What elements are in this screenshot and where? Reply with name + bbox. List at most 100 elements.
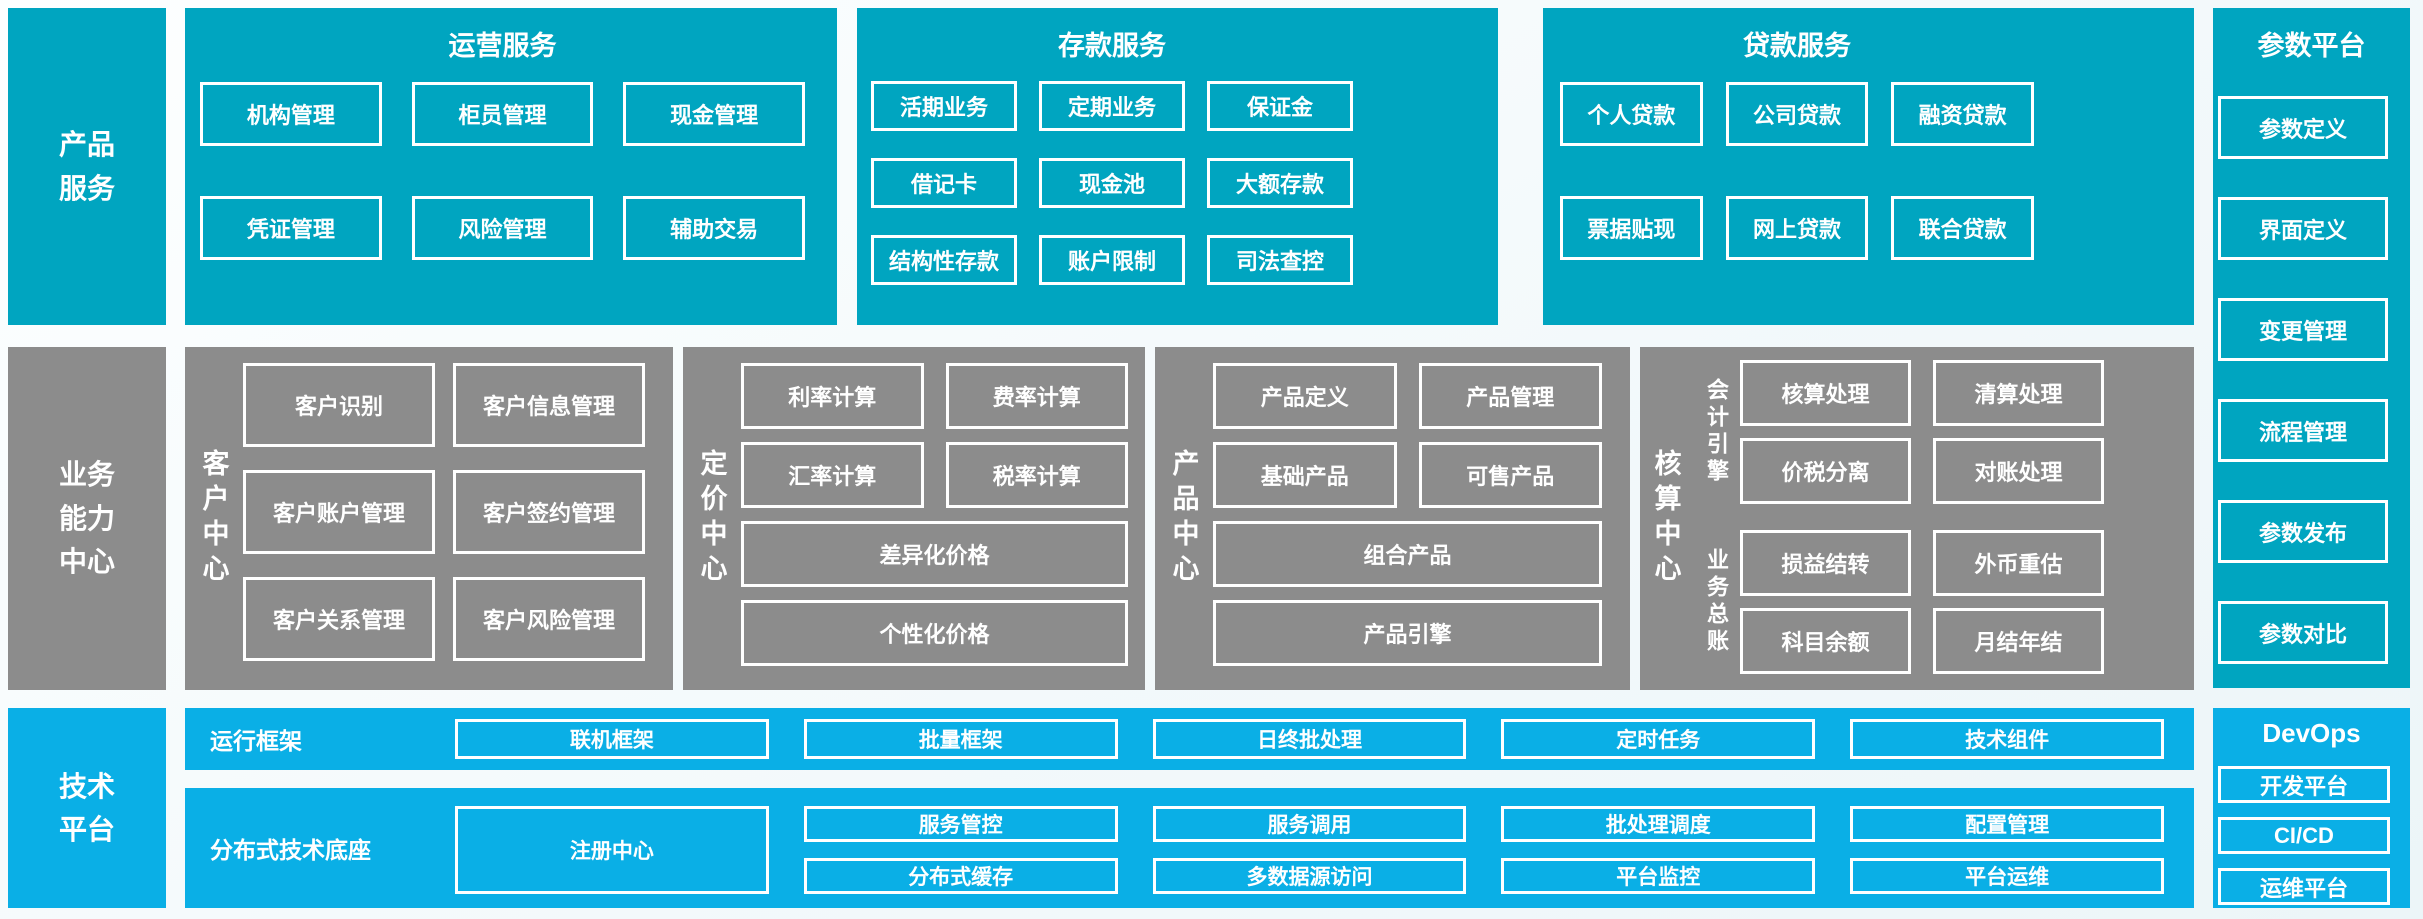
customer-module-box: 客户识别 (243, 363, 435, 447)
product-module-box: 组合产品 (1213, 521, 1602, 587)
distributed-module-box: 平台运维 (1850, 858, 2164, 894)
operations-module-box: 风险管理 (411, 196, 594, 260)
panel-devops: DevOps 开发平台 CI/CD 运维平台 (2213, 708, 2410, 908)
loan-module-box: 联合贷款 (1891, 196, 2034, 260)
devops-module-box: CI/CD (2218, 817, 2390, 854)
row-title: 分布式技术底座 (210, 837, 371, 863)
deposit-module-box: 活期业务 (871, 81, 1017, 131)
deposit-module-box: 保证金 (1207, 81, 1353, 131)
panel-operations-services: 运营服务 机构管理柜员管理现金管理凭证管理风险管理辅助交易 (185, 8, 837, 325)
panel-distributed-base: 分布式技术底座 注册中心 服务管控服务调用批处理调度配置管理 分布式缓存多数据源… (185, 788, 2194, 908)
panel-title: 运营服务 (448, 31, 557, 61)
runtime-module-box: 技术组件 (1850, 719, 2164, 759)
parameter-module-box: 界面定义 (2218, 197, 2388, 260)
panel-loan-services: 贷款服务 个人贷款公司贷款融资贷款票据贴现网上贷款联合贷款 (1543, 8, 2194, 325)
layer-label-business-capability: 业务能力中心 (8, 347, 166, 690)
runtime-module-box: 联机框架 (455, 719, 769, 759)
product-module-box: 可售产品 (1418, 442, 1602, 508)
deposit-module-box: 定期业务 (1039, 81, 1185, 131)
loan-module-box: 融资贷款 (1891, 82, 2034, 146)
panel-title: 存款服务 (1058, 31, 1166, 61)
registry-center-box: 注册中心 (455, 806, 769, 894)
accounting-module-box: 价税分离 (1740, 437, 1911, 504)
panel-parameter-platform: 参数平台 参数定义界面定义变更管理流程管理参数发布参数对比 (2213, 8, 2410, 688)
distributed-module-box: 批处理调度 (1501, 806, 1816, 842)
deposit-module-box: 借记卡 (871, 158, 1017, 208)
accounting-module-box: 月结年结 (1933, 607, 2104, 674)
accounting-module-box: 清算处理 (1933, 359, 2104, 426)
deposit-module-box: 大额存款 (1207, 158, 1353, 208)
layer-label-text: 业务能力中心 (58, 459, 115, 578)
panel-pricing-center: 定价中心 利率计算费率计算汇率计算税率计算差异化价格个性化价格 (683, 347, 1145, 690)
distributed-module-box: 平台监控 (1501, 858, 1816, 894)
group-label: 业务总账 (1704, 547, 1729, 656)
distributed-module-box: 分布式缓存 (803, 858, 1118, 894)
center-title: 核算中心 (1650, 448, 1681, 589)
customer-module-box: 客户签约管理 (453, 470, 645, 554)
layer-label-technology-platform: 技术平台 (8, 708, 166, 908)
panel-customer-center: 客户中心 客户识别客户信息管理客户账户管理客户签约管理客户关系管理客户风险管理 (185, 347, 673, 690)
accounting-module-box: 外币重估 (1933, 529, 2104, 596)
accounting-module-box: 科目余额 (1740, 607, 1911, 674)
layer-label-product-services: 产品服务 (8, 8, 166, 325)
loan-module-box: 票据贴现 (1560, 196, 1703, 260)
center-title: 产品中心 (1168, 448, 1199, 589)
loans-grid: 个人贷款公司贷款融资贷款票据贴现网上贷款联合贷款 (1543, 82, 2194, 260)
panel-title: 参数平台 (2257, 31, 2366, 61)
parameter-module-box: 流程管理 (2218, 399, 2388, 462)
pricing-module-box: 税率计算 (945, 442, 1128, 508)
runtime-module-box: 日终批处理 (1152, 719, 1467, 759)
loan-module-box: 个人贷款 (1560, 82, 1703, 146)
accounting-engine-grid: 核算处理清算处理价税分离对账处理 (1740, 359, 2104, 504)
product-module-box: 基础产品 (1213, 442, 1397, 508)
layer-label-text: 产品服务 (58, 129, 115, 204)
distributed-module-box: 服务管控 (803, 806, 1118, 842)
runtime-module-box: 批量框架 (803, 719, 1118, 759)
loan-module-box: 网上贷款 (1725, 196, 1869, 260)
panel-title: 贷款服务 (1743, 31, 1851, 61)
customer-center-grid: 客户识别客户信息管理客户账户管理客户签约管理客户关系管理客户风险管理 (243, 347, 673, 690)
operations-module-box: 辅助交易 (623, 196, 805, 260)
pricing-module-box: 费率计算 (945, 363, 1128, 429)
customer-module-box: 客户关系管理 (243, 577, 435, 661)
runtime-framework-grid: 联机框架批量框架日终批处理定时任务技术组件 (455, 708, 2164, 770)
operations-module-box: 凭证管理 (200, 196, 382, 260)
pricing-center-grid: 利率计算费率计算汇率计算税率计算差异化价格个性化价格 (741, 347, 1145, 690)
customer-module-box: 客户信息管理 (453, 363, 645, 447)
operations-grid: 机构管理柜员管理现金管理凭证管理风险管理辅助交易 (185, 82, 837, 260)
operations-module-box: 现金管理 (623, 82, 805, 146)
parameter-module-box: 参数定义 (2218, 96, 2388, 159)
deposit-module-box: 结构性存款 (871, 235, 1017, 285)
distributed-module-box: 多数据源访问 (1152, 858, 1467, 894)
group-label: 会计引擎 (1704, 377, 1729, 486)
pricing-module-box: 个性化价格 (741, 600, 1128, 666)
pricing-module-box: 汇率计算 (741, 442, 924, 508)
accounting-module-box: 损益结转 (1740, 529, 1911, 596)
parameter-module-box: 参数对比 (2218, 601, 2388, 664)
loan-module-box: 公司贷款 (1725, 82, 1869, 146)
center-title: 定价中心 (696, 448, 727, 589)
devops-module-box: 开发平台 (2218, 766, 2390, 803)
parameter-module-box: 变更管理 (2218, 298, 2388, 361)
customer-module-box: 客户风险管理 (453, 577, 645, 661)
panel-accounting-center: 核算中心 会计引擎 核算处理清算处理价税分离对账处理 业务总账 损益结转外币重估… (1640, 347, 2194, 690)
panel-deposit-services: 存款服务 活期业务定期业务保证金借记卡现金池大额存款结构性存款账户限制司法查控 (857, 8, 1498, 325)
accounting-module-box: 核算处理 (1740, 359, 1911, 426)
center-title: 客户中心 (198, 448, 229, 589)
accounting-group-engine: 会计引擎 核算处理清算处理价税分离对账处理 (1692, 359, 2104, 504)
accounting-group-ledger: 业务总账 损益结转外币重估科目余额月结年结 (1692, 529, 2104, 674)
deposits-grid: 活期业务定期业务保证金借记卡现金池大额存款结构性存款账户限制司法查控 (857, 81, 1498, 285)
product-module-box: 产品引擎 (1213, 600, 1602, 666)
devops-module-box: 运维平台 (2218, 868, 2390, 905)
parameter-module-box: 参数发布 (2218, 500, 2388, 563)
deposit-module-box: 账户限制 (1039, 235, 1185, 285)
pricing-module-box: 差异化价格 (741, 521, 1128, 587)
layer-label-text: 技术平台 (58, 770, 115, 845)
operations-module-box: 机构管理 (200, 82, 382, 146)
product-module-box: 产品定义 (1213, 363, 1397, 429)
product-module-box: 产品管理 (1418, 363, 1602, 429)
panel-title: DevOps (2262, 718, 2361, 748)
customer-module-box: 客户账户管理 (243, 470, 435, 554)
accounting-module-box: 对账处理 (1933, 437, 2104, 504)
